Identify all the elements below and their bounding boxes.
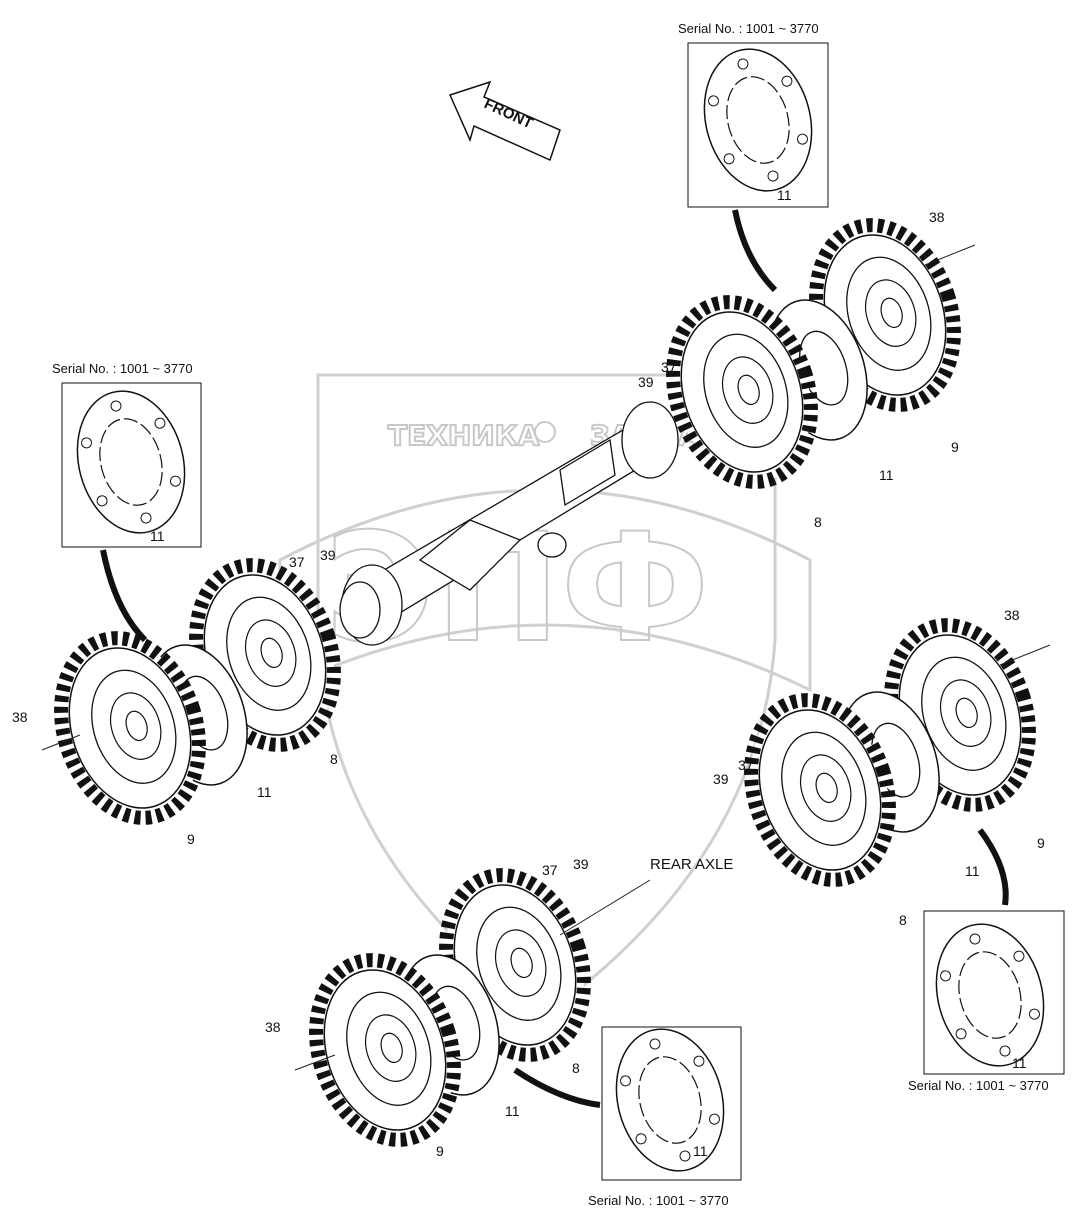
- part-number: 9: [436, 1143, 444, 1159]
- part-number: 37: [738, 757, 754, 773]
- part-number: 38: [929, 209, 945, 225]
- wheel-group-rear-right: [729, 607, 1051, 898]
- part-number: 9: [187, 831, 195, 847]
- part-number: 11: [505, 1103, 520, 1119]
- part-number: 11: [150, 528, 165, 544]
- part-number: 9: [1037, 835, 1045, 851]
- inset-top-right: [687, 36, 829, 293]
- part-number: 39: [713, 771, 729, 787]
- inset-left: [61, 378, 202, 643]
- part-number: 9: [951, 439, 959, 455]
- wheel-group-rear-left: [294, 857, 651, 1158]
- wheel-group-front-left: [39, 547, 356, 836]
- part-number: 37: [661, 359, 677, 375]
- part-number: 11: [879, 467, 894, 483]
- part-number: 8: [899, 912, 907, 928]
- gear-icon: [534, 421, 556, 443]
- part-number: 11: [257, 784, 272, 800]
- front-arrow: FRONT: [448, 80, 561, 162]
- serial-label: Serial No. : 1001 ~ 3770: [52, 361, 193, 376]
- part-number: 38: [12, 709, 28, 725]
- part-number: 11: [965, 863, 980, 879]
- watermark-text-left: ТЕХНИКА: [388, 419, 540, 452]
- part-number: 8: [330, 751, 338, 767]
- part-number: 39: [320, 547, 336, 563]
- part-number: 37: [289, 554, 305, 570]
- part-number: 39: [573, 856, 589, 872]
- serial-label: Serial No. : 1001 ~ 3770: [678, 21, 819, 36]
- part-number: 11: [777, 187, 792, 203]
- wheel-group-front-right: [651, 207, 976, 500]
- part-number: 11: [693, 1143, 708, 1159]
- part-number: 39: [638, 374, 654, 390]
- part-number: 8: [572, 1060, 580, 1076]
- part-number: 37: [542, 862, 558, 878]
- inset-bottom: [513, 1016, 742, 1184]
- serial-label: Serial No. : 1001 ~ 3770: [588, 1193, 729, 1208]
- part-number: 38: [265, 1019, 281, 1035]
- front-axle: [339, 401, 679, 646]
- rear-axle-label: REAR AXLE: [650, 856, 733, 873]
- inset-right: [920, 828, 1065, 1079]
- part-number: 11: [1012, 1055, 1027, 1071]
- serial-label: Serial No. : 1001 ~ 3770: [908, 1078, 1049, 1093]
- part-number: 8: [814, 514, 822, 530]
- part-number: 38: [1004, 607, 1020, 623]
